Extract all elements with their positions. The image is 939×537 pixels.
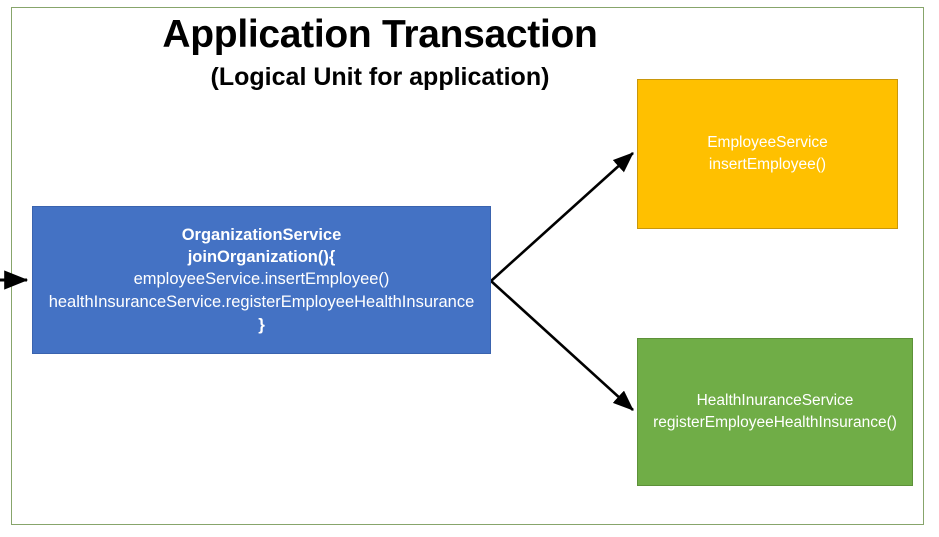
health-insurance-service-method: registerEmployeeHealthInsurance() <box>653 414 897 431</box>
organization-to-health-insurance-arrow <box>490 280 634 411</box>
organization-service-name: OrganizationService <box>181 225 342 244</box>
employee-service-name: EmployeeService <box>707 134 828 151</box>
organization-to-employee-arrow <box>490 152 634 282</box>
node-health-insurance-service[interactable]: HealthInuranceService registerEmployeeHe… <box>637 338 913 486</box>
title-block: Application Transaction (Logical Unit fo… <box>60 12 700 93</box>
organization-method-signature: joinOrganization(){ <box>187 248 336 266</box>
organization-closing-brace: } <box>258 315 265 335</box>
health-insurance-service-name: HealthInuranceService <box>696 392 854 409</box>
page-title: Application Transaction <box>162 13 598 56</box>
page-subtitle: (Logical Unit for application) <box>210 63 550 92</box>
employee-service-method: insertEmployee() <box>708 156 827 173</box>
node-employee-service[interactable]: EmployeeService insertEmployee() <box>637 79 898 229</box>
organization-call-employee: employeeService.insertEmployee() <box>133 270 390 289</box>
node-organization-service[interactable]: OrganizationService joinOrganization(){ … <box>32 206 491 354</box>
organization-call-health-insurance: healthInsuranceService.registerEmployeeH… <box>48 292 475 311</box>
